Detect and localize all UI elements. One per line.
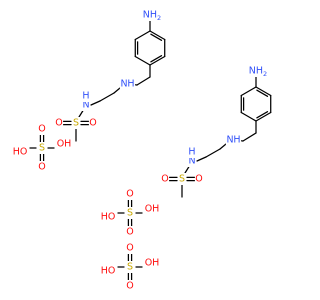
svg-text:OH: OH [145,258,160,269]
mol2-ring-inner-bond [256,89,269,97]
mol2-nh-h-label: H [232,134,242,146]
svg-text:O: O [126,189,133,200]
svg-text:S: S [39,143,45,154]
mol1-sulfonamide-h-label: H [81,90,91,102]
svg-text:O: O [89,118,96,129]
mol2-ring-bond [240,111,257,122]
mol2-nh2-label: NH2 [249,65,267,78]
mol1-ring-bond [134,55,151,66]
mol1-ring-inner-bond [150,55,163,63]
svg-text:S: S [127,262,133,273]
sulfate3-ho-label: HO [101,265,116,277]
mol1-ring-bond [149,55,166,66]
mol2-sulfonamide-h-label: H [187,146,197,158]
sulfate3-o-top-label: O [125,242,135,254]
svg-text:H: H [233,135,240,146]
sulfate2-o-top-label: O [125,188,135,200]
svg-text:HO: HO [101,266,116,277]
sulfate3-oh-label: OH [145,257,160,269]
svg-text:O: O [38,124,45,135]
svg-text:HO: HO [13,147,28,158]
svg-text:N: N [120,79,127,90]
mol2-chain-bond [196,156,207,162]
svg-text:NH2: NH2 [143,10,161,23]
mol2-chain-bond [205,148,221,158]
mol1-o-left-label: O [54,117,64,129]
mol2-ring-inner-bond [256,111,269,119]
mol2-ring-bond [255,111,272,122]
mol2-chain-bond [242,132,257,142]
mol1-nh2-label: NH2 [143,9,161,22]
svg-text:O: O [38,162,45,173]
svg-text:O: O [126,243,133,254]
mol1-sulfonamide-n-label: N [81,99,91,111]
svg-text:H: H [82,91,89,102]
mol2-nh-label: N [225,134,235,146]
sulfate2-o-bottom-label: O [125,226,135,238]
svg-text:OH: OH [145,204,160,215]
svg-text:O: O [161,174,168,185]
mol1-ring-inner-bond [150,33,163,41]
svg-text:N: N [188,156,195,167]
mol1-o-right-label: O [88,117,98,129]
svg-text:O: O [55,118,62,129]
sulfate1-s-label: S [37,142,47,154]
mol1-nh-h-label: H [126,78,136,90]
sulfate1-ho-label: HO [13,146,28,158]
mol1-chain-bond [99,92,115,102]
sulfate2-oh-label: OH [145,203,160,215]
svg-text:H: H [127,79,134,90]
mol2-ring-bond [255,86,272,97]
mol1-chain-bond [113,87,121,94]
sulfate1-oh-label: OH [57,138,72,150]
mol1-nh-label: N [119,78,129,90]
sulfate1-o-bottom-label: O [37,161,47,173]
sulfate2-s-label: S [125,207,135,219]
svg-text:O: O [195,174,202,185]
mol1-ring-bond [149,30,166,41]
sulfate3-o-bottom-label: O [125,280,135,292]
mol2-o-left-label: O [160,173,170,185]
mol1-chain-bond [90,100,101,106]
svg-text:O: O [126,281,133,292]
mol1-ring-bond [134,30,151,41]
svg-text:N: N [226,135,233,146]
svg-text:NH2: NH2 [249,66,267,79]
mol2-chain-bond [219,143,227,150]
svg-text:S: S [127,208,133,219]
mol2-sulfonamide-n-label: N [187,155,197,167]
svg-text:S: S [73,118,79,129]
sulfate2-ho-label: HO [101,211,116,223]
mol2-ring-bond [240,86,257,97]
svg-text:O: O [126,227,133,238]
sulfate3-s-label: S [125,261,135,273]
svg-text:N: N [82,100,89,111]
mol1-s-label: S [71,117,81,129]
mol2-o-right-label: O [194,173,204,185]
sulfate1-o-top-label: O [37,123,47,135]
svg-text:H: H [188,147,195,158]
svg-text:S: S [179,174,185,185]
mol2-s-label: S [177,173,187,185]
svg-text:HO: HO [101,212,116,223]
svg-text:OH: OH [57,139,72,150]
mol1-chain-bond [136,76,151,86]
